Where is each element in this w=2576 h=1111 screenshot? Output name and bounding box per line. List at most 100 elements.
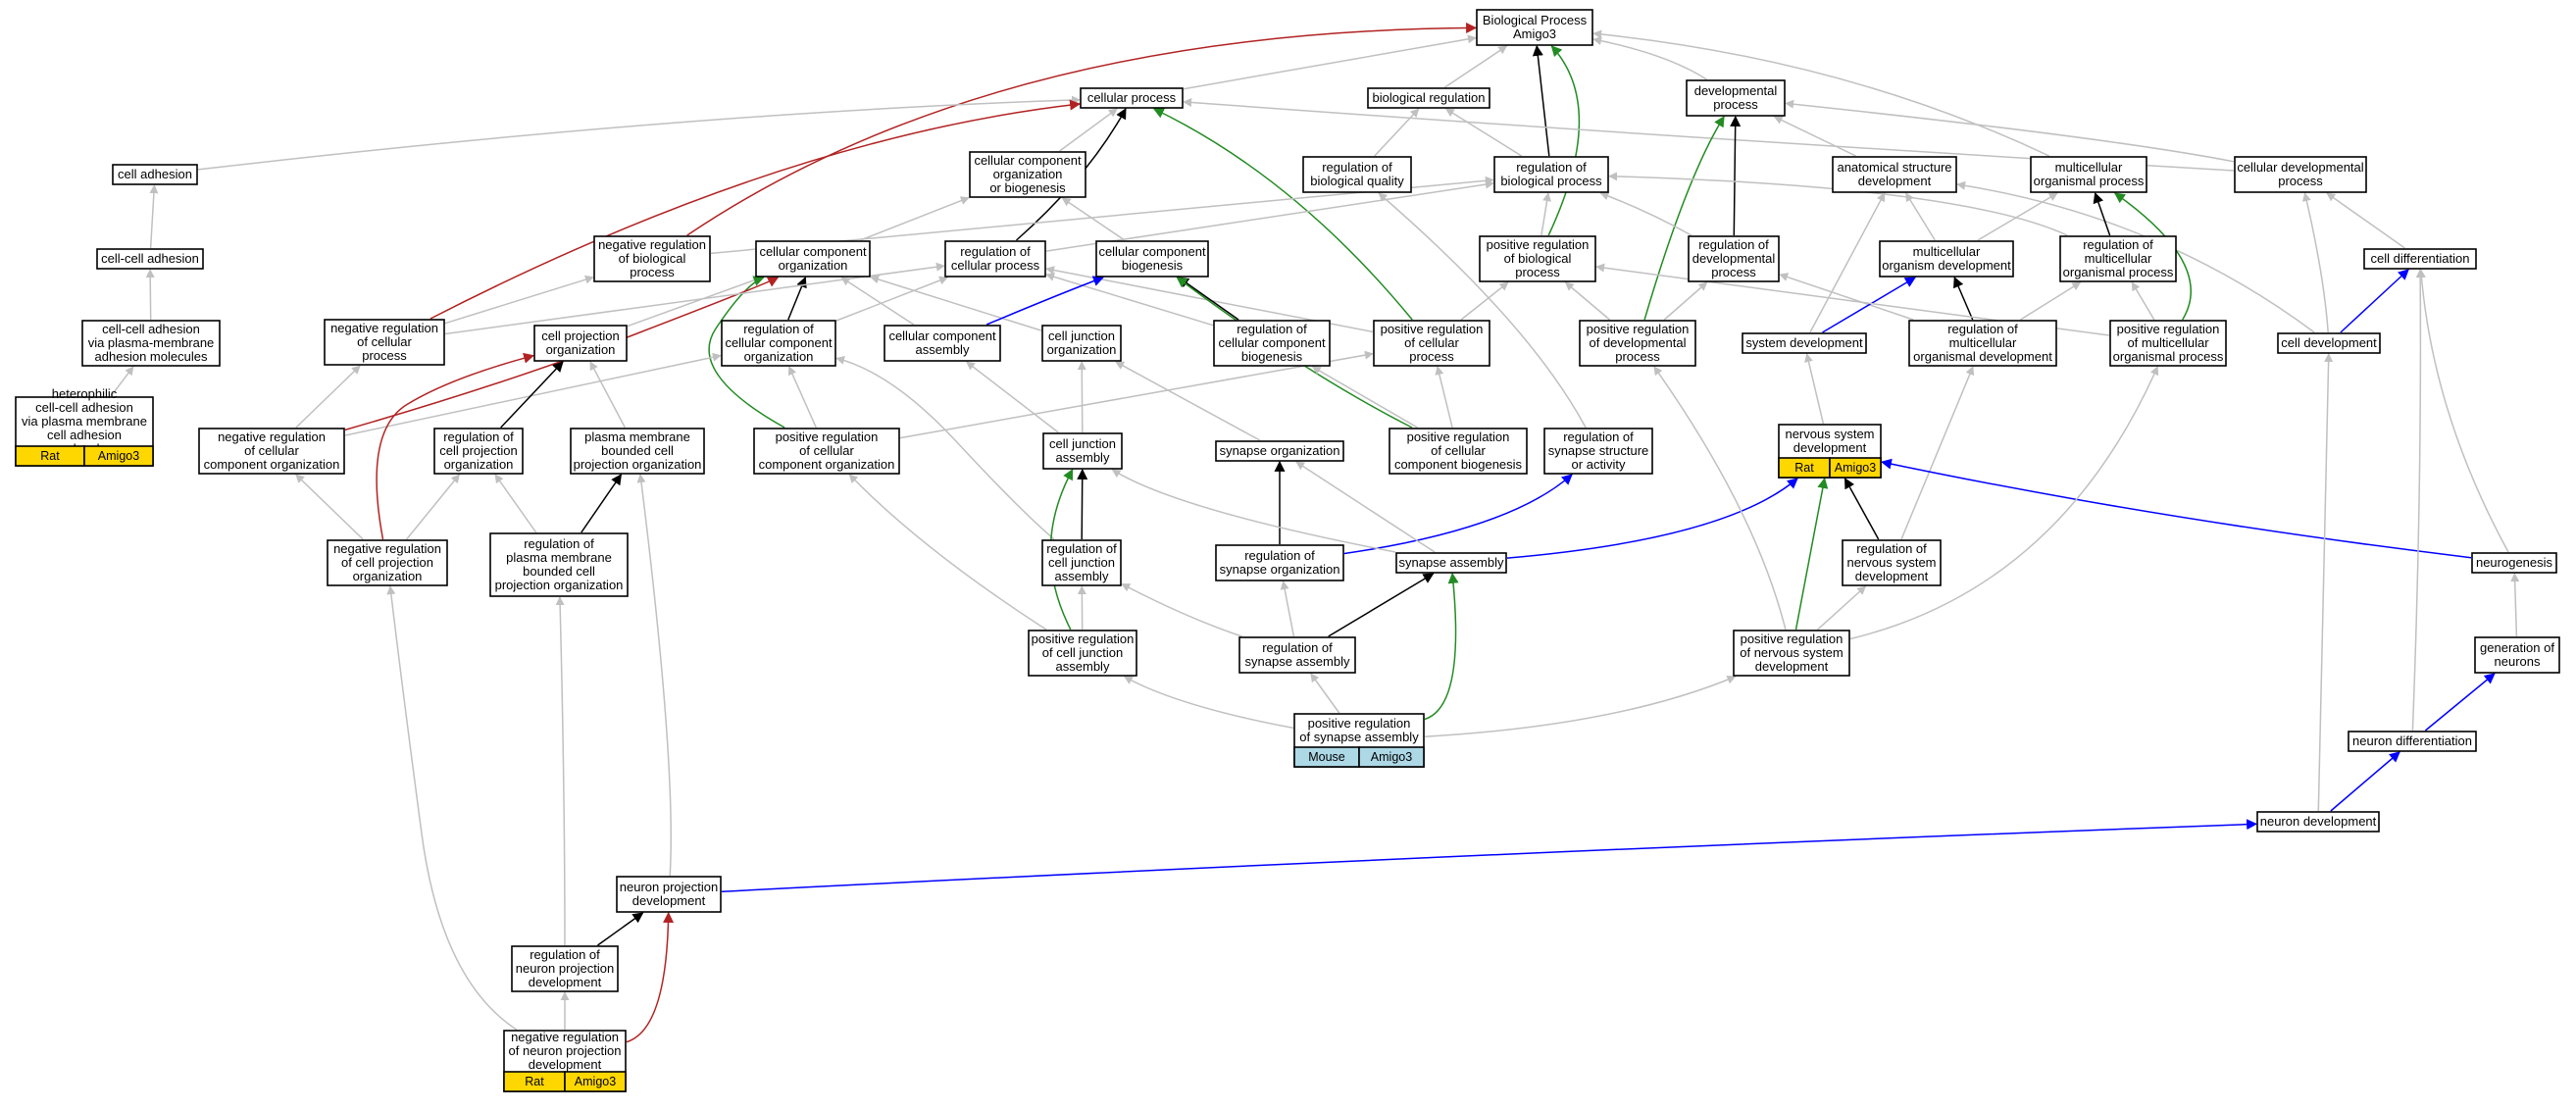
go-term-node-ng[interactable]: neurogenesis	[2471, 552, 2557, 574]
edge-line	[787, 276, 807, 321]
node-label-line: assembly	[1056, 450, 1110, 465]
node-label-line: nervous system	[1846, 555, 1936, 570]
edge-is-a-rpmbcpo-to-rcpo	[494, 474, 537, 533]
edge-regulates-ng-to-nsd	[1880, 458, 2472, 559]
node-label-line: of cellular	[244, 443, 299, 458]
edge-line	[2330, 751, 2400, 812]
edge-is-a-rcp-to-rbp	[1045, 179, 1494, 252]
node-label-line: cellular component	[759, 244, 867, 259]
node-label-line: neurogenesis	[2476, 555, 2553, 570]
go-term-node-br[interactable]: biological regulation	[1367, 87, 1490, 109]
node-label-line: cellular component	[888, 328, 996, 343]
edge-line	[1849, 366, 2159, 640]
edge-line	[2020, 281, 2082, 321]
edge-line	[1310, 673, 1340, 714]
node-box	[489, 532, 629, 597]
edge-is-a-mod-to-asd	[1905, 192, 1936, 241]
edge-line	[295, 365, 361, 429]
node-box	[324, 319, 445, 366]
edge-regulates-sa-to-nsd	[1506, 478, 1798, 559]
edge-is-a-cco-to-ccob	[860, 196, 970, 241]
edge-line	[406, 474, 460, 540]
node-box	[1042, 432, 1123, 470]
edge-part-of-rpmbcpo-to-pmbcpo	[581, 474, 623, 533]
node-label-line: cell differentiation	[2371, 251, 2470, 266]
go-term-node-cdev[interactable]: cell development	[2277, 332, 2381, 354]
go-term-node-cca[interactable]: cell-cell adhesion	[96, 248, 204, 270]
node-label-line: regulation of	[524, 536, 594, 551]
node-box	[1028, 630, 1137, 677]
node-label-line: process	[362, 348, 407, 363]
go-term-node-sa[interactable]: synapse assembly	[1395, 552, 1507, 574]
edge-line	[1045, 179, 1494, 252]
node-label-line: regulation of	[1947, 322, 2018, 336]
edge-is-a-nrcco-to-rcco	[344, 352, 722, 436]
edge-line	[1547, 45, 1581, 236]
go-term-node-cp[interactable]: cellular process	[1080, 87, 1184, 109]
go-term-node-cdiff[interactable]: cell differentiation	[2363, 248, 2477, 270]
edge-negatively-regulates-nrcp-to-cp	[429, 99, 1082, 320]
edge-line	[1378, 192, 1587, 429]
edge-line	[1599, 191, 1692, 236]
go-term-node-so[interactable]: synapse organization	[1215, 440, 1344, 462]
node-label-line: component biogenesis	[1394, 457, 1523, 472]
edge-is-a-ccb-to-ccob	[1061, 197, 1126, 241]
edge-is-a-cdiff-to-cdp	[2326, 192, 2405, 249]
go-term-node-sd[interactable]: system development	[1742, 332, 1867, 354]
edge-is-a-prsa-to-rsa	[1310, 673, 1340, 714]
go-term-node-ndev[interactable]: neuron development	[2256, 811, 2380, 833]
go-term-node-ca[interactable]: cell adhesion	[112, 164, 198, 185]
edge-is-a-br-to-bp	[1444, 45, 1508, 88]
go-term-node-nd[interactable]: neuron differentiation	[2348, 731, 2477, 752]
